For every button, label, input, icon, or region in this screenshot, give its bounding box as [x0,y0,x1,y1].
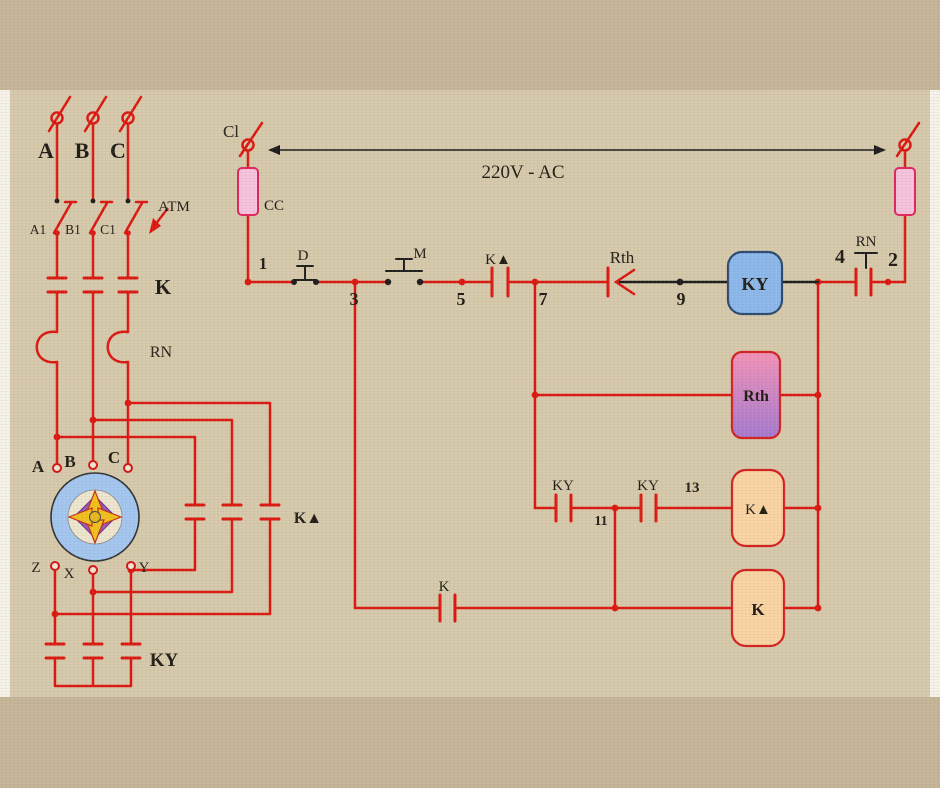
k-main-contact-bars [46,276,139,294]
phase-c-label: C [110,138,126,163]
stop-button-symbol [293,265,317,281]
atm-label: ATM [158,199,190,215]
disconnect-b-icon [86,111,100,125]
ky-contact-1-label: KY [552,478,574,494]
breaker-c1-label: C1 [100,222,116,237]
rn-left-label: RN [150,344,173,361]
start-button-label: M [413,246,426,262]
rth-contact-label: Rth [610,248,635,267]
node-4-label: 4 [835,246,845,268]
breaker-blades [52,200,149,235]
cl-switch-icon [241,138,255,152]
motor-b-label: B [64,452,75,471]
motor-a-label: A [32,457,45,476]
ky-coil-label: KY [742,274,769,294]
stop-button-label: D [298,248,309,264]
cl-label: Cl [223,122,239,141]
star-point-wires [53,568,133,688]
ky-coil-box [726,250,784,316]
atm-trip-arrowhead [149,218,161,234]
node-11-label: 11 [594,514,607,529]
motor-c-label: C [108,448,120,467]
breaker-a1-label: A1 [30,222,47,237]
node-7-label: 7 [539,289,548,309]
fuse-cc [237,167,259,216]
node-9-label: 9 [677,289,686,309]
rth-chevron [613,268,636,296]
node-13-label: 13 [685,480,700,496]
dark-elements [271,149,883,284]
cc-label: CC [264,198,284,214]
motor-x-label: X [64,566,75,582]
motor-terminals [50,460,136,575]
red-wiring [35,95,921,688]
motor-hub [89,511,101,523]
start-button-symbol [385,258,423,272]
components [237,167,916,648]
voltage-label: 220V - AC [481,162,564,183]
breaker-b1-label: B1 [65,222,81,237]
star-power-contact-bars [44,642,142,660]
delta-power-contact-bars [184,503,281,521]
overload-loop-c [106,330,130,364]
node-5-label: 5 [457,289,466,309]
k-coil-box [730,568,786,648]
delta-nc-contact-label: K▲ [485,252,511,268]
rn-right-label: RN [856,234,877,250]
motor-y-label: Y [139,560,150,576]
bottom-margin-band [0,697,940,788]
motor-z-label: Z [31,560,40,576]
node-2-label: 2 [888,249,898,271]
labels: A B C A1 B1 C1 ATM K RN A B C Z X Y K▲ K… [30,122,898,671]
k-contact-label: K [439,579,450,595]
delta-coil-label: K▲ [745,502,771,518]
cl-switch-slash [238,121,264,158]
node-3-label: 3 [350,289,359,309]
star-contacts-label: KY [150,650,179,671]
motor [50,460,140,575]
rth-coil-label: Rth [743,388,769,405]
node-1-label: 1 [259,254,268,273]
disconnect-a-icon [50,111,64,125]
dark-dots [54,145,886,286]
right-edge-strip [930,90,940,697]
k-coil-label: K [751,600,765,619]
disconnect-c-icon [121,111,135,125]
phase-a-label: A [38,138,54,163]
ky-contact-2-label: KY [637,478,659,494]
control-contact-bars [438,266,873,623]
arrow-left-head [268,145,280,155]
delta-coil-box [730,468,786,548]
right-switch-slash [895,121,921,158]
top-margin-band [0,0,940,90]
fuse-right [894,167,916,216]
rn-reset-symbol [854,252,878,269]
overload-loop-a [35,330,59,364]
k-main-label: K [155,275,172,299]
junction-dots [51,207,892,618]
contact-bars [44,266,873,660]
arrow-right-head [874,145,886,155]
left-edge-strip [0,90,10,697]
rth-timer-box [730,350,782,440]
branch-verticals [353,280,820,610]
delta-branch-wires [53,401,272,616]
right-switch-icon [898,138,912,152]
phase-b-label: B [75,138,90,163]
delta-contacts-label: K▲ [294,510,322,527]
